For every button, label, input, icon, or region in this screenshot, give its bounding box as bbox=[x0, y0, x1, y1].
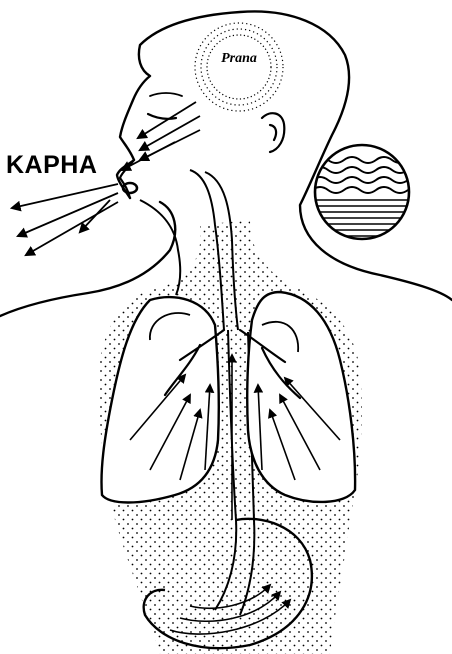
eyebrow bbox=[150, 93, 182, 96]
kapha-label: KAPHA bbox=[6, 151, 97, 180]
kapha-symbol-icon bbox=[312, 145, 412, 239]
prana-label: Prana bbox=[212, 51, 266, 67]
exhale-arrows bbox=[12, 184, 118, 255]
prana-halo bbox=[195, 23, 283, 111]
throat-line bbox=[140, 200, 180, 295]
ear bbox=[262, 113, 284, 152]
